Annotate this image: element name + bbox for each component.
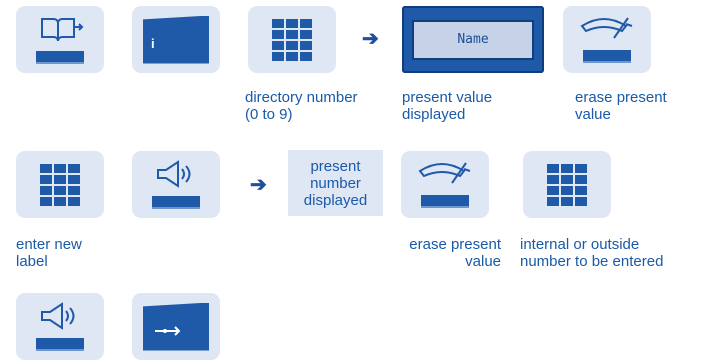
softkey-bar xyxy=(421,195,469,208)
softkey-bar xyxy=(36,338,84,351)
label-erase-present-value-2: erase present value xyxy=(409,236,501,270)
info-screen-icon: i xyxy=(143,15,209,64)
speaker-key[interactable] xyxy=(132,151,220,218)
name-display-value: Name xyxy=(412,19,534,60)
keypad-icon xyxy=(547,163,587,206)
handset-erase-icon xyxy=(418,162,471,184)
speaker-icon xyxy=(41,302,75,330)
speaker-icon xyxy=(157,160,191,188)
info-screen-key[interactable]: i xyxy=(132,6,220,73)
keypad-icon xyxy=(40,163,80,206)
name-display: Name xyxy=(402,6,544,73)
label-present-value-displayed: present value displayed xyxy=(402,89,493,123)
arrow-icon: ➔ xyxy=(250,174,267,196)
keypad-icon xyxy=(272,18,312,61)
keypad-key[interactable] xyxy=(248,6,336,73)
erase-handset-key[interactable] xyxy=(563,6,651,73)
speaker-key[interactable] xyxy=(16,293,104,360)
label-enter-new-label: enter new label xyxy=(16,236,82,270)
erase-handset-key[interactable] xyxy=(401,151,489,218)
softkey-bar xyxy=(36,51,84,64)
present-number-displayed: present number displayed xyxy=(288,150,383,216)
transfer-screen-icon xyxy=(143,302,209,351)
book-arrow-icon xyxy=(41,18,84,42)
softkey-bar xyxy=(583,50,631,63)
label-internal-or-outside: internal or outside number to be entered xyxy=(520,236,664,270)
transfer-icon xyxy=(155,325,181,336)
keypad-key[interactable] xyxy=(523,151,611,218)
softkey-bar xyxy=(152,196,200,209)
label-directory-number: directory number (0 to 9) xyxy=(245,89,358,123)
transfer-screen-key[interactable] xyxy=(132,293,220,360)
directory-book-key[interactable] xyxy=(16,6,104,73)
handset-erase-icon xyxy=(580,17,633,39)
info-icon: i xyxy=(151,35,155,51)
arrow-icon: ➔ xyxy=(362,28,379,50)
label-erase-present-value: erase present value xyxy=(575,89,667,123)
keypad-key[interactable] xyxy=(16,151,104,218)
